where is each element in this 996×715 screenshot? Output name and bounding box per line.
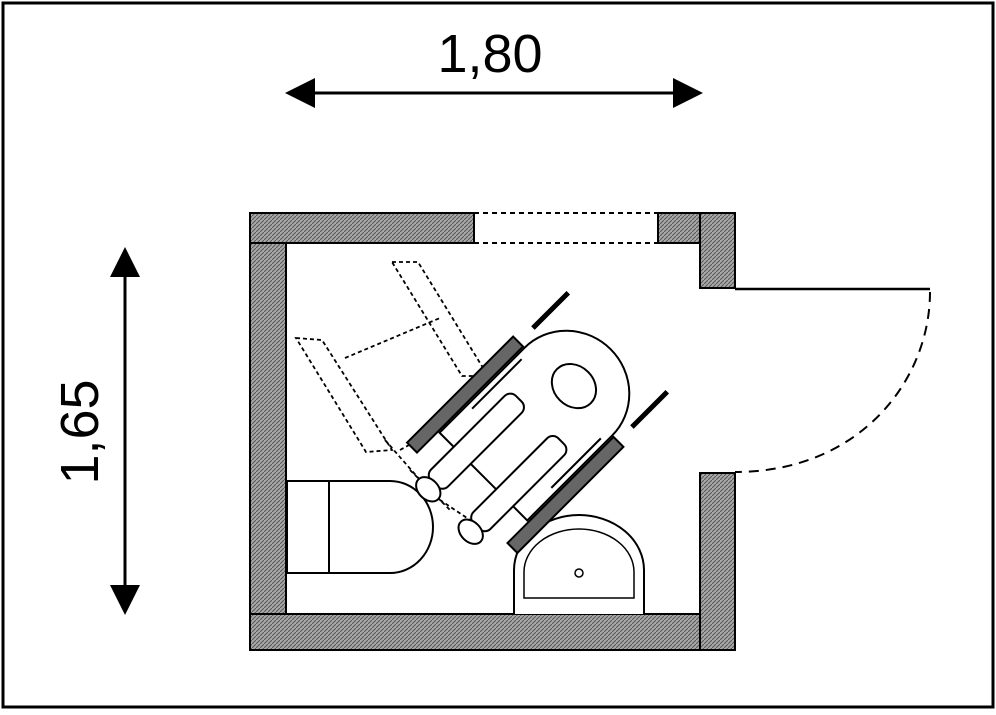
height-dimension: 1,65	[50, 247, 140, 615]
toilet-tank	[286, 480, 330, 574]
left-wall	[249, 212, 287, 651]
bottom-wall	[249, 613, 736, 651]
wheel-left	[405, 335, 525, 454]
top-wall-left	[249, 212, 475, 244]
right-wall-upper	[699, 212, 736, 289]
toilet	[286, 480, 434, 574]
seat	[438, 329, 631, 522]
wheelchair-icon	[405, 290, 670, 555]
window	[474, 212, 658, 244]
person-head	[550, 362, 598, 410]
washbasin-inner	[523, 528, 635, 599]
height-label: 1,65	[50, 379, 110, 484]
width-dimension: 1,80	[285, 24, 703, 108]
door-swing-arc	[734, 291, 931, 473]
wheel-right	[506, 435, 625, 555]
walls	[249, 212, 736, 651]
toilet-bowl	[328, 480, 434, 574]
drain-icon	[574, 568, 584, 578]
right-wall-lower	[699, 472, 736, 651]
width-label: 1,80	[437, 24, 542, 84]
door	[734, 287, 931, 473]
